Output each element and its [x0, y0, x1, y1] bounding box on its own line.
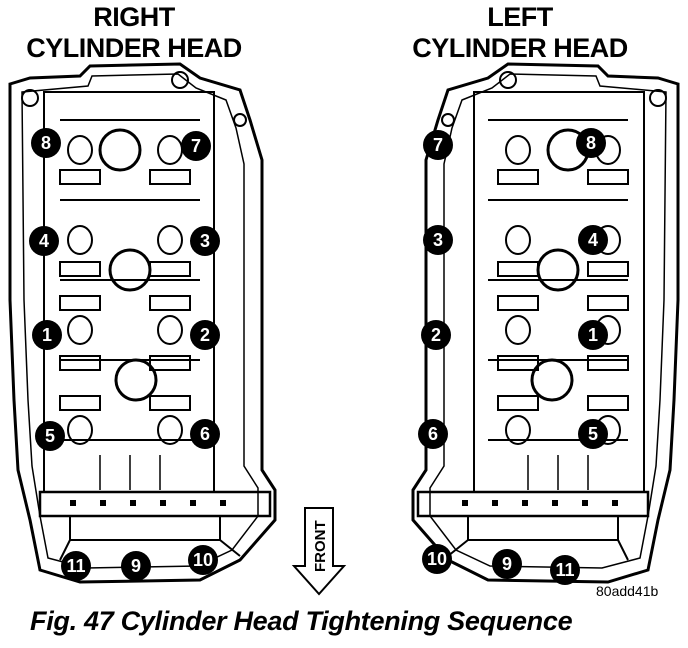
- bolt-marker-circle: [578, 225, 608, 255]
- bolt-number-label: 10: [193, 550, 213, 570]
- right-title-line-1: RIGHT: [93, 2, 175, 32]
- bolt-marker-circle: [181, 131, 211, 161]
- bolt-marker-circle: [418, 419, 448, 449]
- left-head-bolt-6: 6: [418, 419, 448, 449]
- left-title-line-2: CYLINDER HEAD: [412, 33, 628, 63]
- bolt-marker-circle: [190, 226, 220, 256]
- left-head-bolt-3: 3: [423, 225, 453, 255]
- bolt-marker-circle: [190, 320, 220, 350]
- bolt-number-label: 3: [433, 230, 443, 250]
- bolt-number-label: 1: [42, 325, 52, 345]
- bolt-marker-circle: [421, 320, 451, 350]
- left-head-bolt-11: 11: [550, 555, 580, 585]
- bolt-number-label: 3: [200, 231, 210, 251]
- bolt-marker-circle: [190, 419, 220, 449]
- left-head-bolt-5: 5: [578, 419, 608, 449]
- bolt-number-label: 1: [588, 325, 598, 345]
- bolt-marker-circle: [578, 419, 608, 449]
- right-head-bolt-markers: 8 7 4 3 1 2 5 6 11 9 10: [29, 128, 220, 581]
- bolt-marker-circle: [423, 225, 453, 255]
- right-head-bolt-7: 7: [181, 131, 211, 161]
- bolt-number-label: 2: [200, 325, 210, 345]
- left-cylinder-head-title: LEFT CYLINDER HEAD: [370, 2, 670, 64]
- figure-reference-code: 80add41b: [596, 583, 659, 599]
- bolt-marker-circle: [61, 551, 91, 581]
- bolt-marker-circle: [35, 421, 65, 451]
- left-title-line-1: LEFT: [487, 2, 553, 32]
- bolt-marker-circle: [32, 320, 62, 350]
- right-head-bolt-6: 6: [190, 419, 220, 449]
- left-head-bolt-4: 4: [578, 225, 608, 255]
- bolt-number-label: 9: [502, 554, 512, 574]
- bolt-marker-circle: [492, 549, 522, 579]
- bolt-marker-circle: [550, 555, 580, 585]
- right-head-bolt-9: 9: [121, 551, 151, 581]
- bolt-number-label: 4: [39, 231, 49, 251]
- bolt-number-label: 2: [431, 325, 441, 345]
- right-head-bolt-2: 2: [190, 320, 220, 350]
- right-cylinder-head-title: RIGHT CYLINDER HEAD: [0, 2, 268, 64]
- right-title-line-2: CYLINDER HEAD: [26, 33, 242, 63]
- left-head-bolt-8: 8: [576, 128, 606, 158]
- bolt-marker-circle: [576, 128, 606, 158]
- bolt-marker-circle: [31, 128, 61, 158]
- right-head-bolt-4: 4: [29, 226, 59, 256]
- bolt-marker-circle: [423, 130, 453, 160]
- left-head-bolt-10: 10: [422, 544, 452, 574]
- bolt-marker-circle: [188, 545, 218, 575]
- figure-caption: Fig. 47 Cylinder Head Tightening Sequenc…: [30, 606, 573, 636]
- bolt-marker-circle: [121, 551, 151, 581]
- bolt-number-label: 9: [131, 556, 141, 576]
- left-head-bolt-1: 1: [578, 320, 608, 350]
- right-head-bolt-3: 3: [190, 226, 220, 256]
- bolt-number-label: 6: [200, 424, 210, 444]
- bolt-number-label: 7: [191, 136, 201, 156]
- bolt-marker-circle: [29, 226, 59, 256]
- front-arrow: FRONT: [291, 507, 347, 596]
- bolt-marker-circle: [422, 544, 452, 574]
- bolt-marker-circle: [578, 320, 608, 350]
- bolt-number-label: 5: [45, 426, 55, 446]
- bolt-number-label: 7: [433, 135, 443, 155]
- right-head-bolt-5: 5: [35, 421, 65, 451]
- left-cylinder-head-outline: [411, 62, 680, 584]
- bolt-number-label: 11: [66, 556, 85, 576]
- bolt-number-label: 10: [427, 549, 447, 569]
- front-label: FRONT: [312, 520, 329, 572]
- bolt-number-label: 11: [555, 560, 574, 580]
- bolt-number-label: 4: [588, 230, 598, 250]
- left-head-bolt-9: 9: [492, 549, 522, 579]
- right-head-bolt-8: 8: [31, 128, 61, 158]
- right-head-bolt-10: 10: [188, 545, 218, 575]
- bolt-number-label: 8: [41, 133, 51, 153]
- cylinder-head-diagram: FRONT 8 7 4 3 1 2 5 6 11 9 10 7 8 3 4 2 1 6 5 10 9 11: [8, 62, 680, 596]
- left-head-bolt-markers: 7 8 3 4 2 1 6 5 10 9 11: [418, 128, 608, 585]
- left-head-bolt-2: 2: [421, 320, 451, 350]
- right-head-bolt-1: 1: [32, 320, 62, 350]
- left-head-bolt-7: 7: [423, 130, 453, 160]
- right-head-bolt-11: 11: [61, 551, 91, 581]
- bolt-number-label: 5: [588, 424, 598, 444]
- bolt-number-label: 6: [428, 424, 438, 444]
- bolt-number-label: 8: [586, 133, 596, 153]
